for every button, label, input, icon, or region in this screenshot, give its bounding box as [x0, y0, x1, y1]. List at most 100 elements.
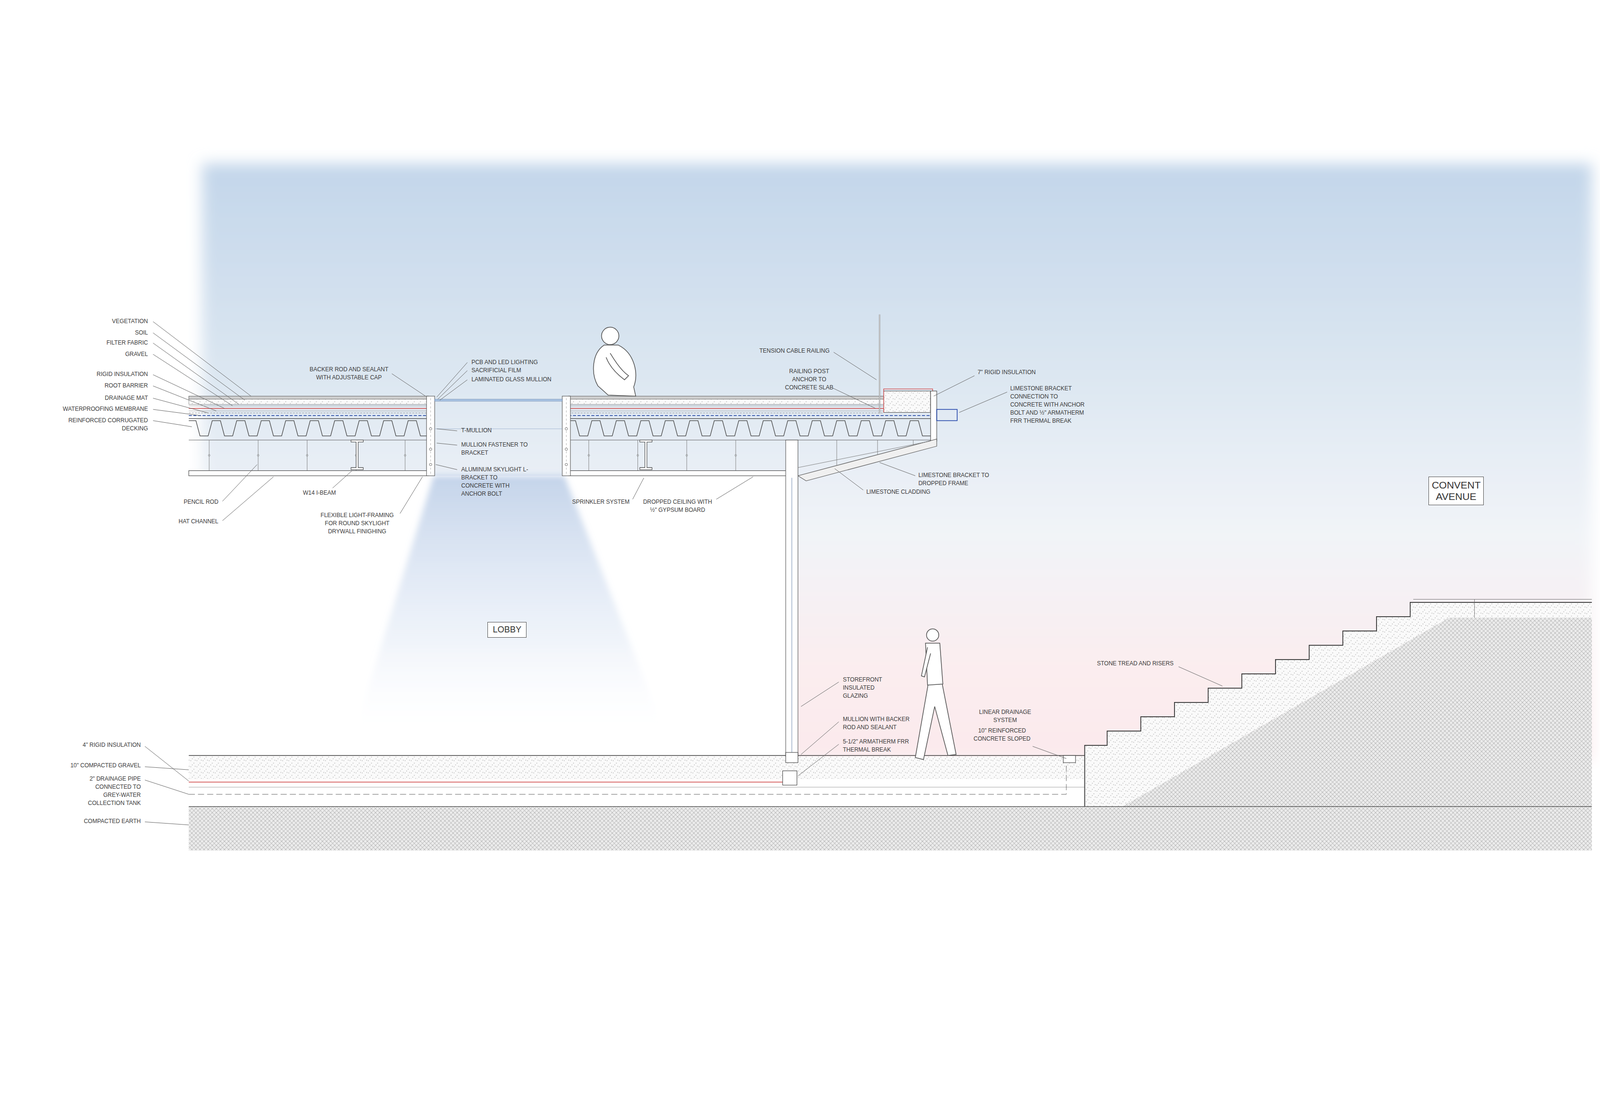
lobby-interior [188, 475, 789, 757]
callout-label: REINFORCED CORRUGATED DECKING [64, 416, 149, 433]
leader-line [436, 443, 458, 446]
rod-clip [685, 454, 688, 456]
leader-line [332, 470, 353, 488]
mullion-base [785, 752, 799, 763]
slab-bottom [188, 806, 1085, 807]
rigid-insulation [188, 407, 429, 409]
skylight-light-cone [351, 475, 670, 743]
leader-line [959, 392, 1008, 413]
leader-line [834, 468, 864, 490]
leader-lines [144, 321, 1223, 825]
railing-post-core [879, 314, 881, 414]
callout-label: MULLION WITH BACKER ROD AND SEALANT [842, 715, 914, 732]
floor-insulation [188, 781, 791, 782]
drainage-mat [568, 412, 884, 414]
leader-line [798, 744, 840, 776]
pencil-rod [306, 439, 308, 471]
callout-label: PENCIL ROD [183, 497, 219, 507]
deck-bottom [188, 439, 429, 441]
column [785, 439, 799, 757]
callout-label: PCB AND LED LIGHTING [471, 358, 538, 367]
callout-label: T-MULLION [461, 426, 492, 435]
callout-label: LIMESTONE BRACKET TO DROPPED FRAME [918, 471, 994, 488]
roof-assembly [188, 395, 429, 476]
skylight-frame-web [566, 397, 567, 474]
callout-label: FILTER FABRIC [106, 338, 148, 347]
callout-label: SACRIFICIAL FILM [471, 366, 521, 375]
earth-hatch [188, 806, 1592, 851]
linear-drain [1063, 755, 1076, 763]
pencil-rod [405, 439, 406, 471]
skylight-frame-web [430, 397, 431, 474]
anchor-bolt [429, 447, 432, 451]
soffit-hanger [877, 439, 878, 455]
callout-label: GRAVEL [125, 350, 149, 359]
leader-line [152, 385, 217, 411]
railing-post [879, 314, 881, 414]
callout-label: MULLION FASTENER TO BRACKET [461, 440, 533, 457]
rod-clip [306, 454, 309, 456]
soffit-hanger [912, 439, 914, 446]
waterproofing-membrane [188, 415, 429, 416]
i-beam [639, 439, 653, 470]
skylight-frame [426, 395, 435, 476]
callout-label: SPRINKLER SYSTEM [572, 497, 630, 507]
leader-line [152, 354, 233, 406]
callout-label: ROOT BARRIER [104, 381, 148, 390]
rod-clip [637, 454, 639, 456]
leader-line [800, 721, 839, 755]
drainage-mat [188, 412, 429, 414]
soil-layer [568, 399, 884, 405]
dropped-ceiling [568, 470, 788, 476]
soil-layer [188, 399, 429, 405]
leader-line [144, 821, 189, 825]
room-label: CONVENT AVENUE [1431, 479, 1481, 503]
rod-clip [587, 454, 590, 456]
callout-label: 10" COMPACTED GRAVEL [70, 761, 142, 770]
leader-line [152, 374, 225, 409]
callout-label: W14 I-BEAM [303, 488, 336, 497]
leader-line [632, 477, 645, 500]
callout-label: LIMESTONE BRACKET CONNECTION TO CONCRETE… [1010, 384, 1087, 426]
leader-line [1178, 666, 1223, 687]
deck-top [188, 418, 429, 419]
anchor-bolt [565, 463, 568, 466]
callout-label: 2" DRAINAGE PIPE CONNECTED TO GREY-WATER… [84, 774, 142, 808]
callout-label: BACKER ROD AND SEALANT WITH ADJUSTABLE C… [307, 365, 391, 382]
pencil-rod [735, 439, 737, 471]
laminated-glass [434, 399, 563, 402]
anchor-bolt [565, 447, 568, 451]
parapet-gravel [883, 390, 932, 413]
block-bottom [1084, 806, 1592, 807]
waterproofing-membrane [568, 415, 934, 416]
callout-label: 5-1/2" ARMATHERM FRR THERMAL BREAK [842, 737, 914, 754]
callout-label: RIGID INSULATION [96, 370, 149, 379]
slab-gravel [188, 756, 1085, 779]
parapet-insulation [883, 388, 933, 415]
callout-label: TENSION CABLE RAILING [759, 346, 830, 355]
vegetation-layer [568, 395, 884, 399]
pencil-rod [257, 439, 259, 471]
rod-clip [734, 454, 737, 456]
t-mullion [434, 428, 563, 429]
leader-line [152, 397, 209, 413]
leader-line [144, 746, 189, 781]
leader-line [1032, 746, 1067, 759]
leader-line [400, 476, 423, 514]
leader-line [152, 332, 245, 400]
crouching-person [593, 327, 637, 397]
callout-label: LAMINATED GLASS MULLION [471, 375, 552, 384]
callout-label: SOIL [134, 328, 148, 337]
callout-label: RAILING POST ANCHOR TO CONCRETE SLAB [783, 367, 835, 392]
filter-fabric [568, 405, 884, 406]
vegetation-layer [188, 395, 429, 399]
anchor-bolt [565, 427, 568, 430]
leader-line [436, 362, 468, 397]
person-arm [606, 353, 629, 380]
leader-line [833, 352, 877, 380]
callout-label: LINEAR DRAINAGE SYSTEM [977, 708, 1033, 725]
callout-label: STOREFRONT INSULATED GLAZING [842, 675, 885, 700]
roof-assembly [568, 395, 934, 476]
